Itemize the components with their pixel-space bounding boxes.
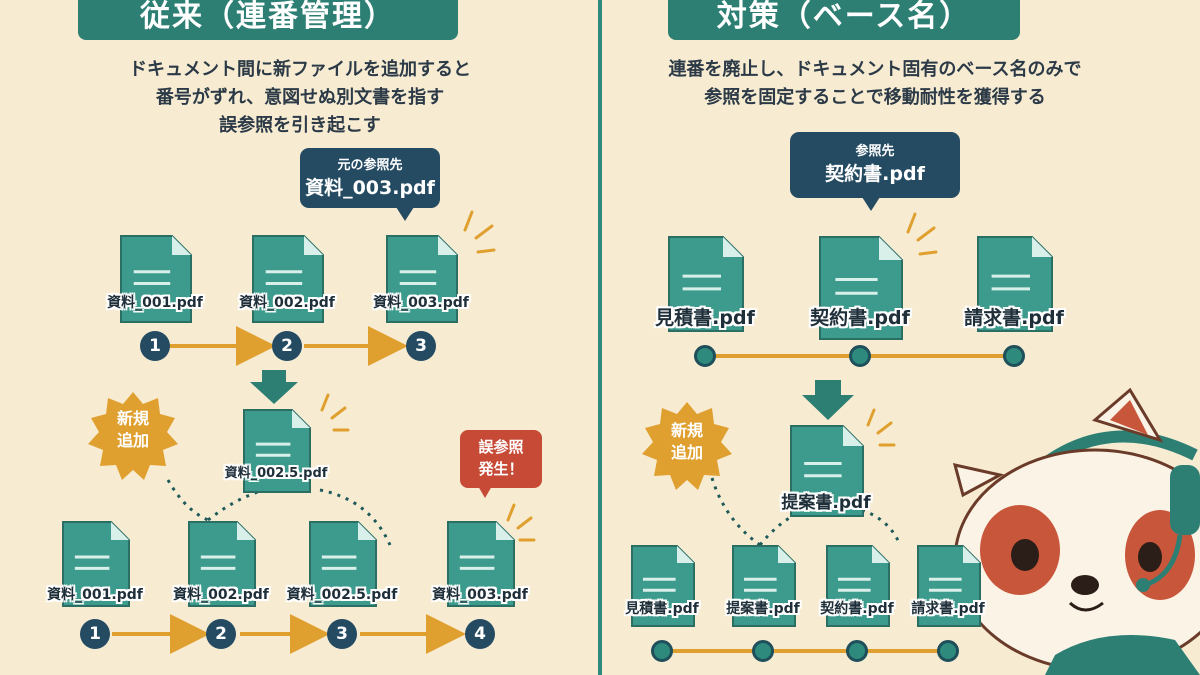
right-top-file-label: 見積書.pdf — [655, 307, 755, 329]
right-top-file-label: 契約書.pdf — [810, 307, 910, 329]
left-bottom-number-badge: 1 — [80, 619, 110, 649]
right-bottom-timeline-dot — [752, 640, 774, 662]
left-description: ドキュメント間に新ファイルを追加すると 番号がずれ、意図せぬ別文書を指す 誤参照… — [70, 56, 530, 140]
left-desc-line-1: ドキュメント間に新ファイルを追加すると — [129, 59, 471, 80]
left-callout-caption: 元の参照先 — [337, 158, 403, 173]
left-top-number-badge: 1 — [140, 331, 170, 361]
right-top-timeline-dot — [849, 345, 871, 367]
right-bottom-file-label: 提案書.pdf — [726, 601, 800, 617]
right-inserted-file-label: 提案書.pdf — [781, 493, 871, 513]
document-icon — [306, 520, 378, 608]
left-bottom-file-label: 資料_001.pdf — [47, 587, 143, 603]
right-bottom-timeline-dot — [937, 640, 959, 662]
right-reference-callout: 参照先 契約書.pdf — [790, 132, 960, 198]
left-new-badge-text: 新規追加 — [116, 409, 149, 450]
misreference-badge: 誤参照発生！ — [460, 430, 542, 488]
left-top-number-badge: 3 — [406, 331, 436, 361]
right-title: 対策（ベース名） — [668, 0, 1020, 40]
right-desc-line-2: 参照を固定することで移動耐性を獲得する — [704, 87, 1046, 108]
document-icon — [117, 234, 193, 324]
document-icon — [240, 408, 312, 494]
right-top-timeline-dot — [694, 345, 716, 367]
center-divider — [598, 0, 602, 675]
left-desc-line-2: 番号がずれ、意図せぬ別文書を指す — [155, 87, 445, 108]
right-callout-caption: 参照先 — [855, 144, 895, 159]
right-callout-filename: 契約書.pdf — [825, 163, 925, 185]
burst-badge-icon-right — [642, 402, 732, 490]
document-icon — [628, 544, 696, 628]
document-icon — [787, 424, 865, 518]
document-icon — [383, 234, 459, 324]
left-bottom-file-label: 資料_003.pdf — [432, 587, 528, 603]
right-bottom-file-label: 見積書.pdf — [625, 601, 699, 617]
left-top-file-label: 資料_003.pdf — [373, 295, 469, 311]
left-callout-tail — [396, 207, 414, 221]
right-bottom-timeline-dot — [651, 640, 673, 662]
left-reference-callout: 元の参照先 資料_003.pdf — [300, 148, 440, 208]
right-top-timeline-dot — [1003, 345, 1025, 367]
document-icon — [823, 544, 891, 628]
left-bottom-number-badge: 4 — [465, 619, 495, 649]
left-title: 従来（連番管理） — [78, 0, 458, 40]
left-inserted-file-label: 資料_002.5.pdf — [224, 466, 328, 481]
burst-badge-icon-left — [88, 392, 178, 480]
document-icon — [665, 235, 745, 333]
document-icon — [185, 520, 257, 608]
left-bottom-number-badge: 2 — [206, 619, 236, 649]
left-desc-line-3: 誤参照を引き起こす — [219, 115, 381, 136]
right-new-badge-text: 新規追加 — [670, 421, 703, 462]
left-callout-filename: 資料_003.pdf — [305, 177, 435, 199]
right-callout-tail — [862, 197, 880, 211]
red-panda-mascot-icon — [952, 387, 1200, 675]
document-icon — [974, 235, 1054, 333]
right-description: 連番を廃止し、ドキュメント固有のベース名のみで 参照を固定することで移動耐性を獲… — [620, 56, 1130, 112]
document-icon — [729, 544, 797, 628]
document-icon — [249, 234, 325, 324]
document-icon — [914, 544, 982, 628]
right-desc-line-1: 連番を廃止し、ドキュメント固有のベース名のみで — [668, 59, 1082, 80]
left-top-file-label: 資料_002.pdf — [239, 295, 335, 311]
down-arrow-icon-right — [802, 380, 854, 420]
right-top-file-label: 請求書.pdf — [964, 307, 1064, 329]
document-icon — [816, 235, 904, 341]
down-arrow-icon-left — [250, 370, 298, 404]
misreference-badge-tail — [478, 486, 492, 498]
right-bottom-file-label: 契約書.pdf — [820, 601, 894, 617]
left-bottom-number-badge: 3 — [327, 619, 357, 649]
left-top-file-label: 資料_001.pdf — [107, 295, 203, 311]
left-bottom-file-label: 資料_002.5.pdf — [286, 587, 398, 603]
document-icon — [59, 520, 131, 608]
left-bottom-file-label: 資料_002.pdf — [173, 587, 269, 603]
left-top-number-badge: 2 — [272, 331, 302, 361]
document-icon — [444, 520, 516, 608]
right-bottom-file-label: 請求書.pdf — [911, 601, 985, 617]
right-bottom-timeline-dot — [846, 640, 868, 662]
